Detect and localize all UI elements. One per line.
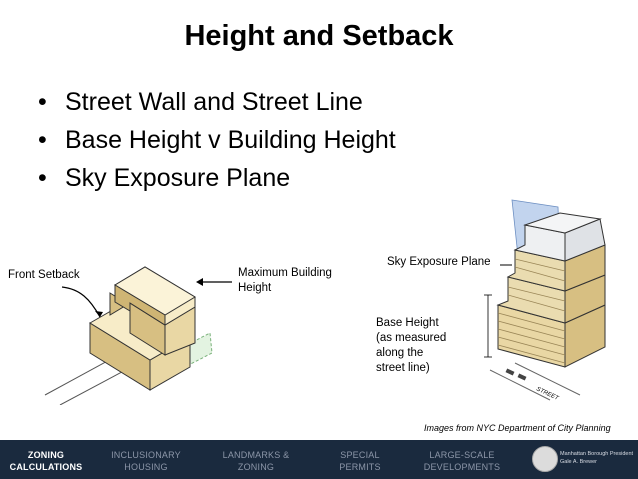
- bullet-text: Street Wall and Street Line: [65, 88, 363, 116]
- floor-line: [514, 258, 566, 272]
- floor-line: [497, 320, 566, 340]
- floor-line: [497, 344, 566, 364]
- nav-item-line: SPECIAL: [340, 450, 380, 460]
- bullet-item: •Base Height v Building Height: [38, 126, 396, 154]
- borough-seal-icon: [532, 446, 558, 472]
- slide-title: Height and Setback: [184, 20, 454, 52]
- nav-item-line: PERMITS: [339, 462, 381, 472]
- floor-line: [514, 266, 566, 282]
- image-credit-caption: Images from NYC Department of City Plann…: [424, 423, 611, 433]
- nav-item-line: HOUSING: [124, 462, 168, 472]
- tier-3-top: [523, 212, 602, 234]
- tower-left: [114, 284, 166, 326]
- nav-item-line: DEVELOPMENTS: [423, 462, 501, 472]
- floor-line: [497, 312, 566, 332]
- front-setback-arrowhead: [95, 311, 103, 317]
- nav-item-line: ZONING: [237, 462, 275, 472]
- nav-item-line: LARGE-SCALE: [429, 450, 495, 460]
- street-edge: [514, 362, 581, 396]
- bullet-item: •Sky Exposure Plane: [38, 164, 291, 192]
- base-height-line: along the: [376, 347, 424, 359]
- car: [505, 368, 515, 376]
- branding-line: Manhattan Borough President: [560, 451, 634, 457]
- bullet-text: Sky Exposure Plane: [65, 164, 291, 192]
- floor-line: [497, 336, 566, 356]
- nav-item-large-scale-developments[interactable]: LARGE-SCALE DEVELOPMENTS: [416, 449, 508, 473]
- max-height-line: Maximum Building: [238, 267, 332, 279]
- branding-line: Gale A. Brewer: [560, 459, 597, 465]
- setback-building-figure: [44, 266, 232, 405]
- front-setback-arrow: [61, 286, 101, 318]
- max-height-arrowhead: [196, 278, 203, 286]
- borough-president-branding: Manhattan Borough President Gale A. Brew…: [560, 450, 633, 466]
- max-building-height-label: Maximum Building Height: [238, 266, 332, 296]
- floor-line: [507, 286, 566, 302]
- floor-line: [507, 294, 566, 312]
- nav-item-line: CALCULATIONS: [9, 462, 83, 472]
- front-setback-label: Front Setback: [8, 269, 80, 281]
- base-height-line: Base Height: [376, 317, 439, 329]
- nav-item-line: INCLUSIONARY: [111, 450, 181, 460]
- nav-item-inclusionary-housing[interactable]: INCLUSIONARY HOUSING: [104, 449, 188, 473]
- nav-item-special-permits[interactable]: SPECIAL PERMITS: [318, 449, 402, 473]
- max-height-line: Height: [238, 282, 272, 294]
- bullet-text: Base Height v Building Height: [65, 126, 396, 154]
- bullet-item: •Street Wall and Street Line: [38, 88, 363, 116]
- sky-exposure-building-figure: STREET: [484, 199, 606, 402]
- street-edge: [489, 369, 551, 401]
- nav-item-line: LANDMARKS &: [222, 450, 290, 460]
- sky-exposure-plane-label: Sky Exposure Plane: [387, 256, 491, 268]
- base-height-line: (as measured: [376, 332, 447, 344]
- bullet-list: •Street Wall and Street Line •Base Heigh…: [38, 83, 396, 197]
- nav-item-zoning-calculations[interactable]: ZONING CALCULATIONS: [4, 449, 88, 473]
- floor-line: [497, 328, 566, 348]
- nav-item-landmarks-zoning[interactable]: LANDMARKS & ZONING: [214, 449, 298, 473]
- car: [517, 373, 527, 381]
- base-height-label: Base Height (as measured along the stree…: [376, 316, 446, 376]
- bottom-nav-bar: ZONING CALCULATIONS INCLUSIONARY HOUSING…: [0, 440, 638, 479]
- base-height-line: street line): [376, 362, 430, 374]
- nav-item-line: ZONING: [27, 450, 65, 460]
